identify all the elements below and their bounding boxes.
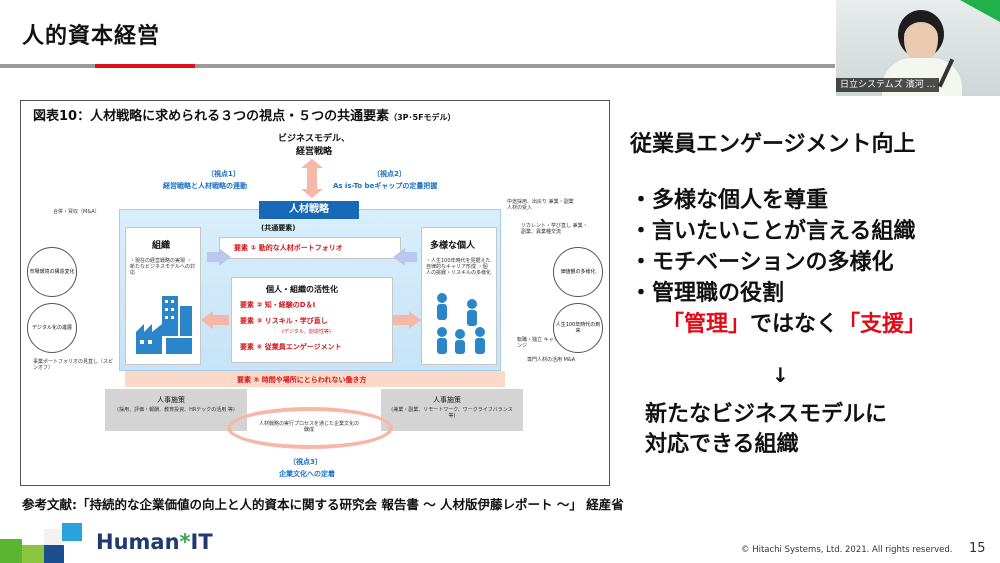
activation-label: 個人・組織の活性化 (266, 285, 338, 294)
arrow-down-icon (301, 189, 323, 198)
engagement-heading: 従業員エンゲージメント向上 (630, 132, 916, 157)
header-rule-accent (95, 64, 195, 68)
hr-measures-right-title: 人事施策 (433, 396, 461, 404)
video-corner-decoration (960, 0, 1000, 22)
instead-of: ではなく (750, 312, 839, 337)
arrow-right-icon (219, 248, 231, 266)
view-arrow-shaft (307, 167, 317, 191)
element5-band: 要素 ⑤ 時間や場所にとらわれない働き方 (125, 371, 505, 387)
logo-text-human: Human (96, 530, 180, 554)
factory-building-icon (136, 296, 192, 354)
arrow-shaft-right-mid (393, 315, 411, 325)
jinzai-senryaku-header: 人材戦略 (259, 201, 359, 219)
circle-100-year-life: 人生100年時代の到来 (553, 303, 603, 353)
support-not-control: 「管理」ではなく「支援」 (662, 306, 926, 338)
bullet-motivation: ・モチベーションの多様化 (630, 250, 894, 275)
control-term: 「管理」 (662, 312, 751, 337)
arrow-left-pink-icon (201, 311, 213, 329)
bullet-speak-up: ・言いたいことが言える組織 (630, 219, 916, 244)
element1-text: 要素 ① 動的な人材ポートフォリオ (234, 244, 343, 252)
business-model-label-line2: 経営戦略 (295, 147, 332, 157)
business-model-label: ビジネスモデル、 経営戦略 (269, 131, 359, 157)
side-note-ma: 合併・買収（M&A） (53, 209, 100, 215)
hr-measures-right: 人事施策 (兼業・副業、リモートワーク、ワークライフバランス 等) (381, 389, 523, 431)
presenter-video-tile[interactable]: 日立システムズ 濱河 … (836, 0, 1000, 96)
presenter-name-tag: 日立システムズ 濱河 … (836, 78, 940, 92)
element3-text: 要素 ③ リスキル・学び直し (240, 317, 328, 325)
view2-text: As is-To beギャップの定量把握 (333, 182, 438, 190)
view1-head: 〔視点1〕 (207, 170, 240, 178)
side-note-career: 転職・独立 キャリアチェンジ (517, 337, 574, 349)
arrow-shaft-left-mid (211, 315, 229, 325)
arrow-shaft-right-top (403, 252, 417, 262)
diverse-individuals-note: ・人生100年時代を見据えた自律的なキャリア形成 ・個人の挑戦・リスキルの多様化 (426, 258, 492, 276)
reference-note: 参考文献:「持続的な企業価値の向上と人的資本に関する研究会 報告書 ～ 人材版伊… (22, 497, 624, 512)
side-note-hiring: 中途採用、出戻り 兼業・副業人材の受入 (507, 199, 574, 211)
circle-market-change: 市場環境の構造変化 (27, 247, 77, 297)
side-note-recurrent: リカレント・学び直し 兼業・副業、異業種交流 (521, 223, 588, 235)
page-number: 15 (969, 541, 986, 556)
culture-cycle-text: 人材戦略の実行プロセスを通じた企業文化の醸成 (259, 421, 360, 433)
figure-title-note: （3P･5Fモデル） (389, 113, 456, 122)
conclusion-line-2: 対応できる組織 (645, 432, 799, 457)
hr-measures-left-text: (採用、評価・報酬、教育投資、HRテックの活用 等) (117, 407, 235, 413)
arrow-up-icon (301, 159, 323, 168)
hr-measures-left: 人事施策 (採用、評価・報酬、教育投資、HRテックの活用 等) (105, 389, 247, 431)
logo-text-it: IT (190, 530, 213, 554)
copyright: © Hitachi Systems, Ltd. 2021. All rights… (741, 545, 953, 555)
activation-box: 個人・組織の活性化 要素 ② 知・経験のD＆I 要素 ③ リスキル・学び直し (… (231, 277, 393, 363)
arrow-shaft-left-top (207, 252, 221, 262)
diverse-individuals-label: 多様な個人 (430, 241, 476, 251)
bullet-manager-role: ・管理職の役割 (630, 281, 785, 306)
conclusion-line-1: 新たなビジネスモデルに (645, 402, 888, 427)
element5-text: 要素 ⑤ 時間や場所にとらわれない働き方 (237, 376, 367, 384)
view3-text: 企業文化への定着 (279, 470, 335, 478)
element2-text: 要素 ② 知・経験のD＆I (240, 301, 316, 309)
organization-note: ・現在の経営戦略の実現 ・新たなビジネスモデルへの対応 (130, 258, 196, 276)
header-rule (0, 64, 835, 68)
side-note-portfolio: 事業ポートフォリオの見直し（スピンオフ） (33, 359, 114, 371)
diverse-individuals-pane: 多様な個人 ・人生100年時代を見据えた自律的なキャリア形成 ・個人の挑戦・リス… (421, 227, 497, 365)
organization-pane: 組織 ・現在の経営戦略の実現 ・新たなビジネスモデルへの対応 (125, 227, 201, 365)
hr-measures-right-text: (兼業・副業、リモートワーク、ワークライフバランス 等) (391, 407, 513, 419)
logo-star-icon: * (179, 530, 191, 554)
business-model-label-line1: ビジネスモデル、 (277, 134, 350, 144)
element4-text: 要素 ④ 従業員エンゲージメント (240, 343, 342, 351)
view2-head: 〔視点2〕 (373, 170, 406, 178)
figure-3p5f-model: 図表10：人材戦略に求められる３つの視点・５つの共通要素（3P･5Fモデル） ビ… (20, 100, 610, 486)
slide-title: 人的資本経営 (22, 24, 161, 49)
organization-label: 組織 (152, 241, 171, 251)
human-it-logo-mark (0, 523, 82, 563)
circle-values-diversity: 価値観の多様化 (553, 247, 603, 297)
hr-measures-left-title: 人事施策 (157, 396, 185, 404)
presenter-face (904, 12, 938, 62)
bullet-respect-individuals: ・多様な個人を尊重 (630, 188, 829, 213)
common-elements-label: (共通要素) (261, 224, 296, 232)
view3-head: 〔視点3〕 (289, 458, 322, 466)
culture-cycle-arrow (227, 407, 393, 449)
arrow-down-icon: ↓ (772, 363, 789, 387)
circle-digitalization: デジタル化の進展 (27, 303, 77, 353)
figure-title-main: 図表10：人材戦略に求められる３つの視点・５つの共通要素 (33, 109, 390, 124)
element3-sub: (デジタル、創造性等) (282, 329, 331, 335)
arrow-right-pink-icon (409, 311, 421, 329)
figure-title: 図表10：人材戦略に求められる３つの視点・５つの共通要素（3P･5Fモデル） (33, 105, 456, 124)
element1-box: 要素 ① 動的な人材ポートフォリオ (219, 237, 401, 259)
support-term: 「支援」 (838, 312, 927, 337)
people-group-icon (437, 293, 485, 354)
human-it-logo-text: Human*IT (96, 530, 213, 554)
side-note-specialist: 専門人材の活用 M&A (527, 357, 576, 363)
arrow-left-icon (393, 248, 405, 266)
view1-text: 経営戦略と人材戦略の連動 (163, 182, 247, 190)
